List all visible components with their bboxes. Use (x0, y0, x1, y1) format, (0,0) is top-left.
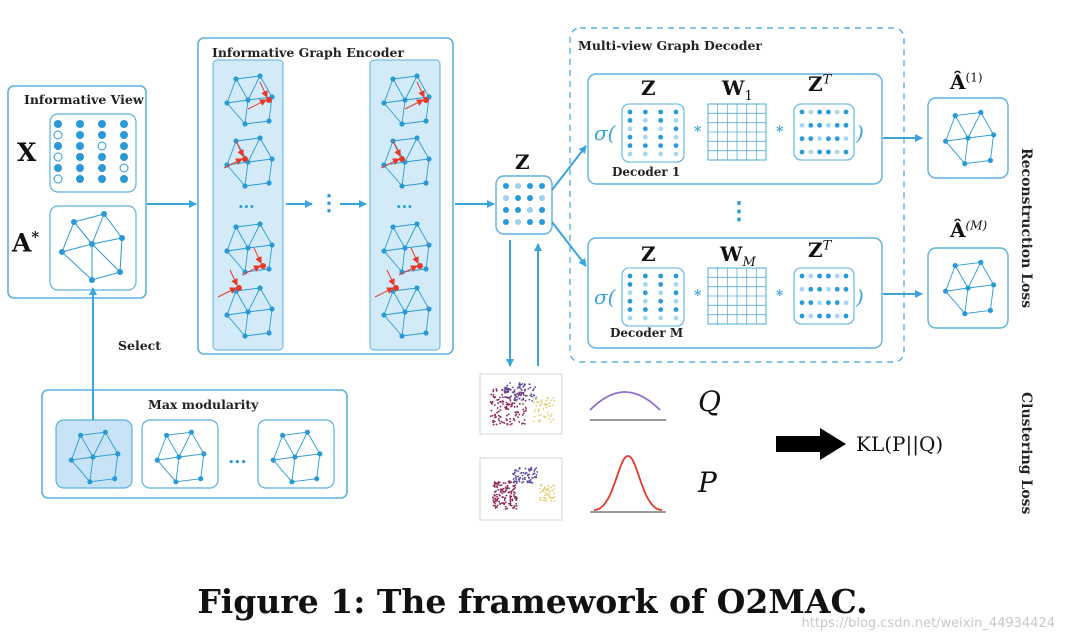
encoder-vdots: ⋮ (318, 190, 340, 216)
encoder-ellipsis-right: ... (396, 193, 413, 212)
arrow-z-to-decoderm (551, 221, 587, 267)
decoder-m-label: Decoder M (610, 326, 684, 340)
decoder1-times-2: * (776, 124, 784, 140)
decoder-panel (569, 27, 905, 363)
decoderm-zt: ZT (808, 238, 832, 262)
decoder1-z: Z (641, 76, 656, 100)
x-symbol: X (17, 138, 37, 167)
select-label: Select (118, 338, 162, 353)
decoder-matrices (621, 103, 855, 327)
encoder-graphs (217, 73, 432, 339)
decoderm-close-paren: ) (856, 285, 864, 309)
reconstructed-graphs (943, 109, 997, 317)
max-modularity-label: Max modularity (148, 397, 259, 412)
watermark: https://blog.csdn.net/weixin_44934424 (801, 616, 1055, 631)
clustering-loss-label: Clustering Loss (1018, 392, 1034, 515)
reconstruction-loss-label: Reconstruction Loss (1018, 148, 1034, 309)
encoder-label: Informative Graph Encoder (212, 45, 405, 60)
z-symbol: Z (515, 150, 530, 174)
decoderm-wm: WM (720, 242, 756, 270)
decoderm-times-1: * (694, 288, 702, 304)
decoderm-z: Z (641, 242, 656, 266)
encoder-column-right (369, 59, 441, 351)
modularity-ellipsis: ... (228, 447, 247, 468)
modularity-graphs (68, 429, 323, 485)
decoder-vdots: ⋮ (727, 196, 751, 225)
informative-view-label: Informative View (24, 92, 144, 107)
scatter-p (479, 457, 563, 521)
ahat-m-symbol: Â(M) (950, 218, 988, 242)
decoder-1-label: Decoder 1 (612, 165, 681, 179)
decoder1-times-1: * (694, 124, 702, 140)
decoder1-w1: W1 (722, 76, 753, 104)
decoder-panel-label: Multi-view Graph Decoder (578, 38, 763, 53)
p-symbol: P (698, 466, 717, 499)
q-distribution-curve (589, 391, 661, 411)
kl-divergence: KL(P||Q) (856, 432, 944, 456)
figure-caption: Figure 1: The framework of O2MAC. (197, 582, 868, 621)
decoderm-sigma: σ( (594, 285, 616, 309)
graph-a-star (59, 211, 125, 283)
feature-dots (53, 120, 129, 184)
feature-matrix-x (49, 113, 137, 193)
scatter-q (479, 373, 563, 435)
decoder1-close-paren: ) (856, 121, 864, 145)
p-distribution-curve (593, 455, 663, 511)
embedding-z (495, 175, 553, 235)
ahat-1-symbol: Â(1) (950, 70, 983, 94)
arrow-z-to-decoder1 (551, 145, 587, 191)
decoderm-times-2: * (776, 288, 784, 304)
decoder1-zt: ZT (808, 72, 832, 96)
q-symbol: Q (698, 385, 721, 418)
encoder-ellipsis-left: ... (238, 193, 255, 212)
embedding-z-dots (503, 183, 545, 225)
a-star-symbol: A* (12, 228, 40, 258)
kl-arrow (776, 428, 846, 460)
encoder-column-left (212, 59, 284, 351)
decoder1-sigma: σ( (594, 121, 616, 145)
